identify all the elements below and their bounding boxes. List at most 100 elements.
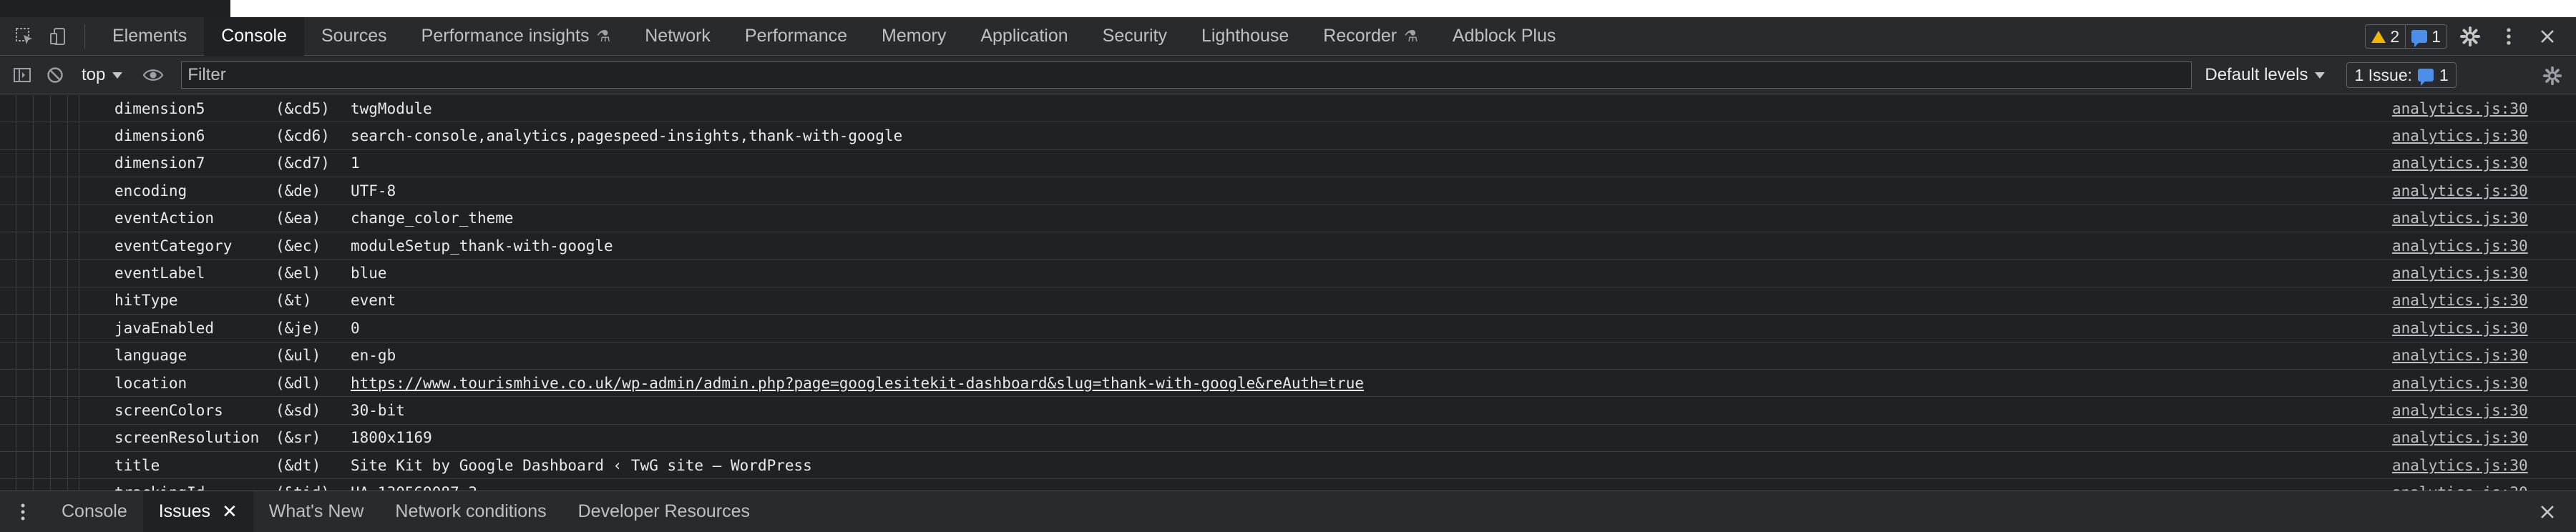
log-param: (&ul)	[275, 347, 321, 365]
warnings-counter[interactable]: 2	[2365, 24, 2406, 49]
console-settings-icon[interactable]	[2536, 59, 2569, 92]
tab-performance[interactable]: Performance	[728, 17, 864, 56]
log-param: (&cd5)	[275, 99, 330, 117]
drawer-tab-label: Developer Resources	[577, 501, 751, 521]
tab-memory[interactable]: Memory	[864, 17, 963, 56]
issue-counters[interactable]: 2 1	[2365, 24, 2447, 49]
tab-console[interactable]: Console	[204, 16, 304, 56]
drawer-tab-label: Console	[62, 501, 127, 521]
group-indent-gutter	[0, 149, 79, 177]
issues-label: 1 Issue:	[2354, 65, 2412, 84]
issues-button[interactable]: 1 Issue: 1	[2346, 62, 2457, 88]
log-levels-dropdown[interactable]: Default levels	[2205, 65, 2326, 85]
drawer-tab-developer-resources[interactable]: Developer Resources	[562, 491, 766, 532]
tab-bar-left-tools	[0, 21, 74, 52]
tab-label: Recorder	[1323, 26, 1397, 46]
live-expression-eye-icon[interactable]	[137, 59, 170, 92]
log-value: change_color_theme	[351, 210, 514, 227]
log-key: trackingId	[114, 484, 205, 491]
tab-performance-insights[interactable]: Performance insights⚗	[404, 17, 628, 56]
log-row: location (&dl) https://www.tourismhive.co.…	[0, 369, 2576, 398]
source-link[interactable]: analytics.js:30	[2392, 456, 2528, 474]
log-param: (&cd7)	[275, 154, 330, 172]
source-link[interactable]: analytics.js:30	[2392, 237, 2528, 255]
drawer-tab-network-conditions[interactable]: Network conditions	[379, 491, 562, 532]
drawer-tab-console[interactable]: Console	[46, 491, 143, 532]
source-link[interactable]: analytics.js:30	[2392, 182, 2528, 200]
log-param: (&dl)	[275, 374, 321, 392]
close-tab-icon[interactable]: ✕	[222, 501, 238, 522]
drawer-tab-label: What's New	[268, 501, 364, 521]
source-link[interactable]: analytics.js:30	[2392, 374, 2528, 392]
inspect-element-icon[interactable]	[9, 21, 40, 52]
log-value: 0	[351, 319, 360, 337]
log-key: location	[114, 374, 187, 392]
drawer-tabs: Console Issues✕ What's New Network conditio…	[46, 491, 766, 532]
source-link[interactable]: analytics.js:30	[2392, 154, 2528, 172]
source-link[interactable]: analytics.js:30	[2392, 484, 2528, 491]
source-link[interactable]: analytics.js:30	[2392, 265, 2528, 282]
context-selector[interactable]: top	[72, 65, 132, 85]
tab-network[interactable]: Network	[628, 17, 728, 56]
tab-elements[interactable]: Elements	[95, 17, 204, 56]
console-filter-input[interactable]: Filter	[181, 61, 2192, 89]
tab-label: Security	[1102, 26, 1167, 46]
log-param: (&sd)	[275, 401, 321, 419]
source-link[interactable]: analytics.js:30	[2392, 210, 2528, 227]
log-param: (&cd6)	[275, 127, 330, 145]
clear-console-icon[interactable]	[39, 59, 72, 92]
inspected-page-strip	[0, 0, 2576, 17]
tab-label: Performance	[744, 26, 848, 46]
tab-recorder[interactable]: Recorder ⚗	[1306, 17, 1435, 56]
tab-sources[interactable]: Sources	[304, 17, 404, 56]
tab-label: Memory	[882, 26, 947, 46]
sidebar-toggle-icon[interactable]	[6, 59, 39, 92]
experimental-flask-icon: ⚗	[1404, 26, 1418, 45]
tab-label: Adblock Plus	[1452, 26, 1556, 46]
source-link[interactable]: analytics.js:30	[2392, 292, 2528, 310]
tab-label: Network	[645, 26, 711, 46]
drawer-menu-icon[interactable]	[0, 491, 46, 532]
source-link[interactable]: analytics.js:30	[2392, 429, 2528, 447]
log-value: UA-130569087-3	[351, 484, 477, 491]
context-label: top	[82, 65, 106, 84]
log-key: screenResolution	[114, 429, 260, 447]
log-value: Site Kit by Google Dashboard ‹ TwG site …	[351, 456, 812, 474]
more-options-icon[interactable]	[2493, 21, 2524, 52]
tab-bar-divider	[84, 24, 85, 49]
source-link[interactable]: analytics.js:30	[2392, 319, 2528, 337]
log-key: javaEnabled	[114, 319, 215, 337]
source-link[interactable]: analytics.js:30	[2392, 127, 2528, 145]
drawer-tab-what-s-new[interactable]: What's New	[253, 491, 380, 532]
close-drawer-icon[interactable]	[2532, 496, 2563, 528]
source-link[interactable]: analytics.js:30	[2392, 99, 2528, 117]
log-param: (&sr)	[275, 429, 321, 447]
tab-lighthouse[interactable]: Lighthouse	[1184, 17, 1306, 56]
log-row: title(&dt)Site Kit by Google Dashboard ‹…	[0, 452, 2576, 480]
source-link[interactable]: analytics.js:30	[2392, 347, 2528, 365]
tab-security[interactable]: Security	[1085, 17, 1184, 56]
log-levels-label: Default levels	[2205, 65, 2308, 84]
settings-icon[interactable]	[2454, 21, 2486, 52]
group-indent-gutter	[0, 479, 79, 491]
drawer-tab-bar: Console Issues✕ What's New Network conditio…	[0, 491, 2576, 532]
tab-label: Sources	[321, 26, 387, 46]
log-value: 1800x1169	[351, 429, 432, 447]
source-link[interactable]: analytics.js:30	[2392, 401, 2528, 419]
console-toolbar: top Filter Default levels 1 Issue: 1	[0, 56, 2576, 94]
log-value: event	[351, 292, 396, 310]
device-toolbar-icon[interactable]	[43, 21, 74, 52]
messages-counter[interactable]: 1	[2406, 24, 2447, 49]
tab-application[interactable]: Application	[963, 17, 1085, 56]
log-value: 30-bit	[351, 401, 405, 419]
close-devtools-icon[interactable]	[2532, 21, 2563, 52]
warnings-count: 2	[2390, 26, 2400, 46]
log-value-link[interactable]: https://www.tourismhive.co.uk/wp-admin/a…	[351, 374, 1365, 392]
drawer-tab-issues[interactable]: Issues✕	[142, 491, 253, 532]
tab-adblock-plus[interactable]: Adblock Plus	[1435, 17, 1574, 56]
